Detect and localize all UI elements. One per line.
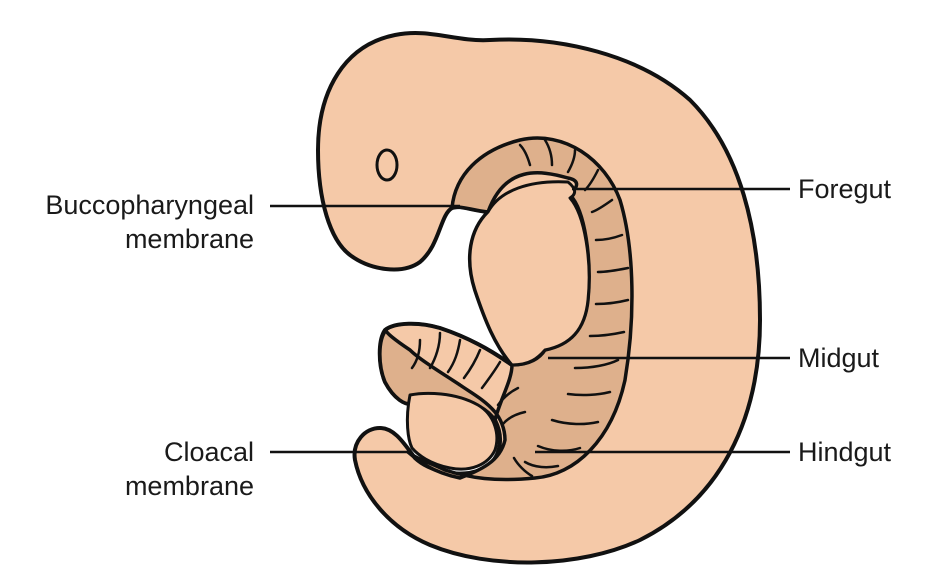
label-midgut: Midgut: [798, 341, 879, 375]
label-buccopharyngeal: Buccopharyngeal membrane: [45, 188, 254, 256]
label-cloacal-line1: Cloacal: [125, 435, 254, 469]
label-hindgut: Hindgut: [798, 435, 891, 469]
label-foregut: Foregut: [798, 172, 891, 206]
label-cloacal-line2: membrane: [125, 469, 254, 503]
label-cloacal: Cloacal membrane: [125, 435, 254, 503]
label-buccopharyngeal-line2: membrane: [45, 222, 254, 256]
label-buccopharyngeal-line1: Buccopharyngeal: [45, 188, 254, 222]
